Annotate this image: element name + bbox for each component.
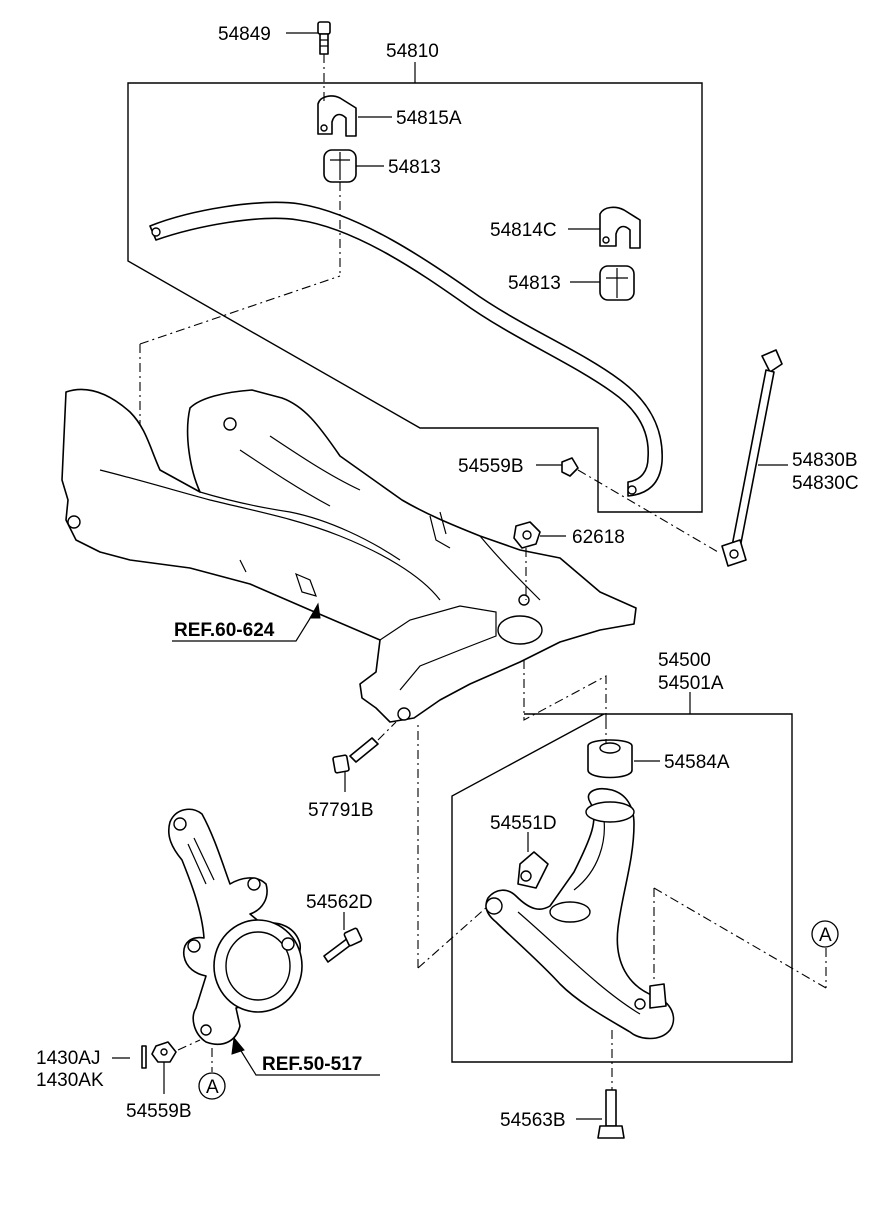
label-54559B-top: 54559B <box>458 456 524 477</box>
label-54813-lower: 54813 <box>508 273 561 294</box>
knuckle-axis <box>177 1039 213 1072</box>
label-54815A: 54815A <box>396 108 462 129</box>
label-54813-upper: 54813 <box>388 157 441 178</box>
lower-arm-frame <box>451 713 793 1063</box>
lower-arm-axis <box>417 720 827 1090</box>
label-ref-50-517: REF.50-517 <box>262 1054 362 1075</box>
nut-54559B-bottom <box>151 1041 177 1063</box>
label-54814C: 54814C <box>490 220 557 241</box>
label-54830B: 54830B <box>792 450 858 471</box>
bolt-54563B <box>597 1089 625 1139</box>
label-54501A: 54501A <box>658 673 724 694</box>
nut-54559B-top <box>561 457 579 477</box>
bolt-54562D <box>323 927 363 963</box>
bushing-bracket-54815A <box>317 95 357 137</box>
bushing-54551D <box>517 851 549 889</box>
subframe-mount-axis <box>523 548 607 721</box>
bushing-54584A <box>587 739 633 779</box>
label-57791B: 57791B <box>308 800 374 821</box>
leader-lines <box>112 32 788 1120</box>
label-ref-60-624: REF.60-624 <box>174 620 275 641</box>
link-axis <box>577 469 719 553</box>
label-marker-a-bottom: A <box>206 1077 219 1098</box>
label-54551D: 54551D <box>490 813 557 834</box>
steering-knuckle <box>167 808 303 1046</box>
label-54562D: 54562D <box>306 892 373 913</box>
nut-62618 <box>513 521 541 549</box>
bolt-54849 <box>317 21 331 55</box>
bushing-bracket-54814C <box>599 206 641 249</box>
bushing-54813-upper <box>323 149 357 183</box>
marker-a-right-circle <box>811 920 839 948</box>
label-54559B-bottom: 54559B <box>126 1101 192 1122</box>
stabilizer-link <box>721 349 783 567</box>
stabilizer-frame <box>127 82 703 513</box>
label-54830C: 54830C <box>792 473 859 494</box>
ref-arrow-60-624 <box>172 602 321 642</box>
label-marker-a-right: A <box>819 925 832 946</box>
label-54810: 54810 <box>386 41 439 62</box>
label-54500: 54500 <box>658 650 711 671</box>
label-54563B: 54563B <box>500 1110 566 1131</box>
bolt-axis <box>139 54 341 468</box>
label-54584A: 54584A <box>664 752 730 773</box>
ref-arrow-50-517 <box>231 1036 380 1076</box>
bolt-57791B-axis <box>377 721 397 741</box>
cotter-pin-1430 <box>141 1045 147 1069</box>
label-1430AJ: 1430AJ <box>36 1048 100 1069</box>
bolt-57791B <box>332 737 379 774</box>
label-54849: 54849 <box>218 24 271 45</box>
lower-control-arm <box>485 787 675 1040</box>
label-1430AK: 1430AK <box>36 1070 104 1091</box>
stabilizer-bar <box>149 201 663 497</box>
label-62618: 62618 <box>572 527 625 548</box>
bushing-54813-lower <box>599 265 635 301</box>
marker-a-bottom-circle <box>198 1072 226 1100</box>
subframe-crossmember <box>61 388 637 723</box>
